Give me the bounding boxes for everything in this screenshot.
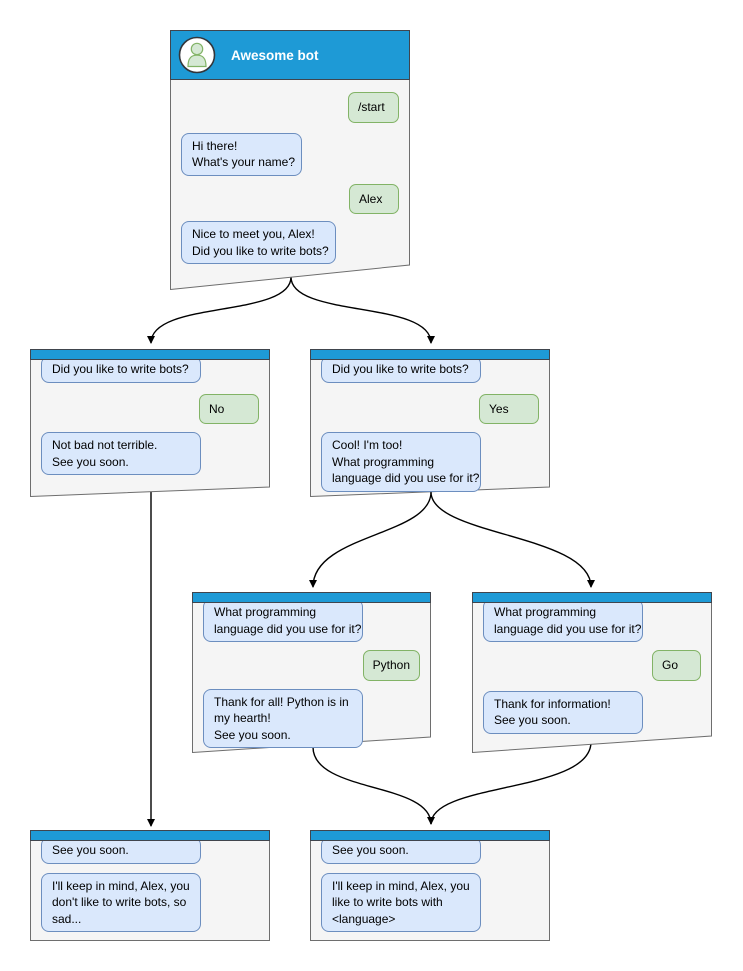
arrow-yes-to-go (430, 491, 595, 588)
bot-message: Hi there! What's your name? (181, 132, 303, 176)
chat-body: See you soon. I'll keep in mind, Alex, y… (310, 837, 550, 932)
user-message: Python (362, 650, 420, 681)
chat-header (472, 592, 712, 603)
bot-message: Thank for information! See you soon. (483, 690, 643, 734)
bot-message: Nice to meet you, Alex! Did you like to … (181, 221, 336, 264)
arrow-python-to-end (312, 746, 435, 825)
chat-window-end-yes: See you soon. I'll keep in mind, Alex, y… (310, 830, 550, 941)
bot-message: I'll keep in mind, Alex, you like to wri… (321, 872, 481, 932)
bot-message: Not bad not terrible. See you soon. (41, 432, 201, 475)
chat-body: Did you like to write bots? Yes Cool! I'… (310, 356, 550, 492)
user-message: Yes (479, 393, 539, 424)
chat-window-branch-go: What programming language did you use fo… (472, 592, 712, 753)
chat-window-branch-yes: Did you like to write bots? Yes Cool! I'… (310, 349, 550, 497)
chat-window-end-no: See you soon. I'll keep in mind, Alex, y… (30, 830, 270, 941)
chat-header: Awesome bot (170, 30, 410, 80)
chat-window-branch-python: What programming language did you use fo… (192, 592, 431, 753)
chat-header (192, 592, 431, 603)
chat-header (310, 830, 550, 841)
chat-window-main: Awesome bot /start Hi there! What's your… (170, 30, 410, 290)
chat-body: What programming language did you use fo… (472, 599, 712, 734)
chat-header (30, 349, 270, 360)
user-message: Go (652, 650, 701, 681)
user-message: No (199, 393, 259, 424)
chat-body: What programming language did you use fo… (192, 599, 431, 748)
bot-message: See you soon. (41, 837, 201, 864)
chat-window-branch-no: Did you like to write bots? No Not bad n… (30, 349, 270, 497)
bot-message: I'll keep in mind, Alex, you don't like … (41, 872, 201, 932)
bot-message: Thank for all! Python is in my hearth! S… (203, 688, 363, 748)
bot-message: What programming language did you use fo… (203, 599, 363, 642)
bot-name: Awesome bot (231, 47, 319, 63)
bot-message: What programming language did you use fo… (483, 599, 643, 642)
bot-avatar-icon (178, 36, 216, 74)
bot-message: See you soon. (321, 837, 481, 864)
arrow-go-to-end (430, 741, 592, 825)
bot-message: Did you like to write bots? (41, 356, 201, 383)
chat-header (30, 830, 270, 841)
bot-message: Did you like to write bots? (321, 356, 481, 383)
chat-body: /start Hi there! What's your name? Alex … (170, 92, 410, 264)
chat-body: See you soon. I'll keep in mind, Alex, y… (30, 837, 270, 932)
user-message: /start (348, 92, 399, 123)
chat-body: Did you like to write bots? No Not bad n… (30, 356, 270, 475)
chat-header (310, 349, 550, 360)
bot-message: Cool! I'm too! What programming language… (321, 432, 481, 492)
arrow-main-to-no (147, 276, 292, 344)
arrow-main-to-yes (290, 276, 435, 344)
arrow-yes-to-python (309, 491, 432, 588)
user-message: Alex (349, 183, 399, 214)
